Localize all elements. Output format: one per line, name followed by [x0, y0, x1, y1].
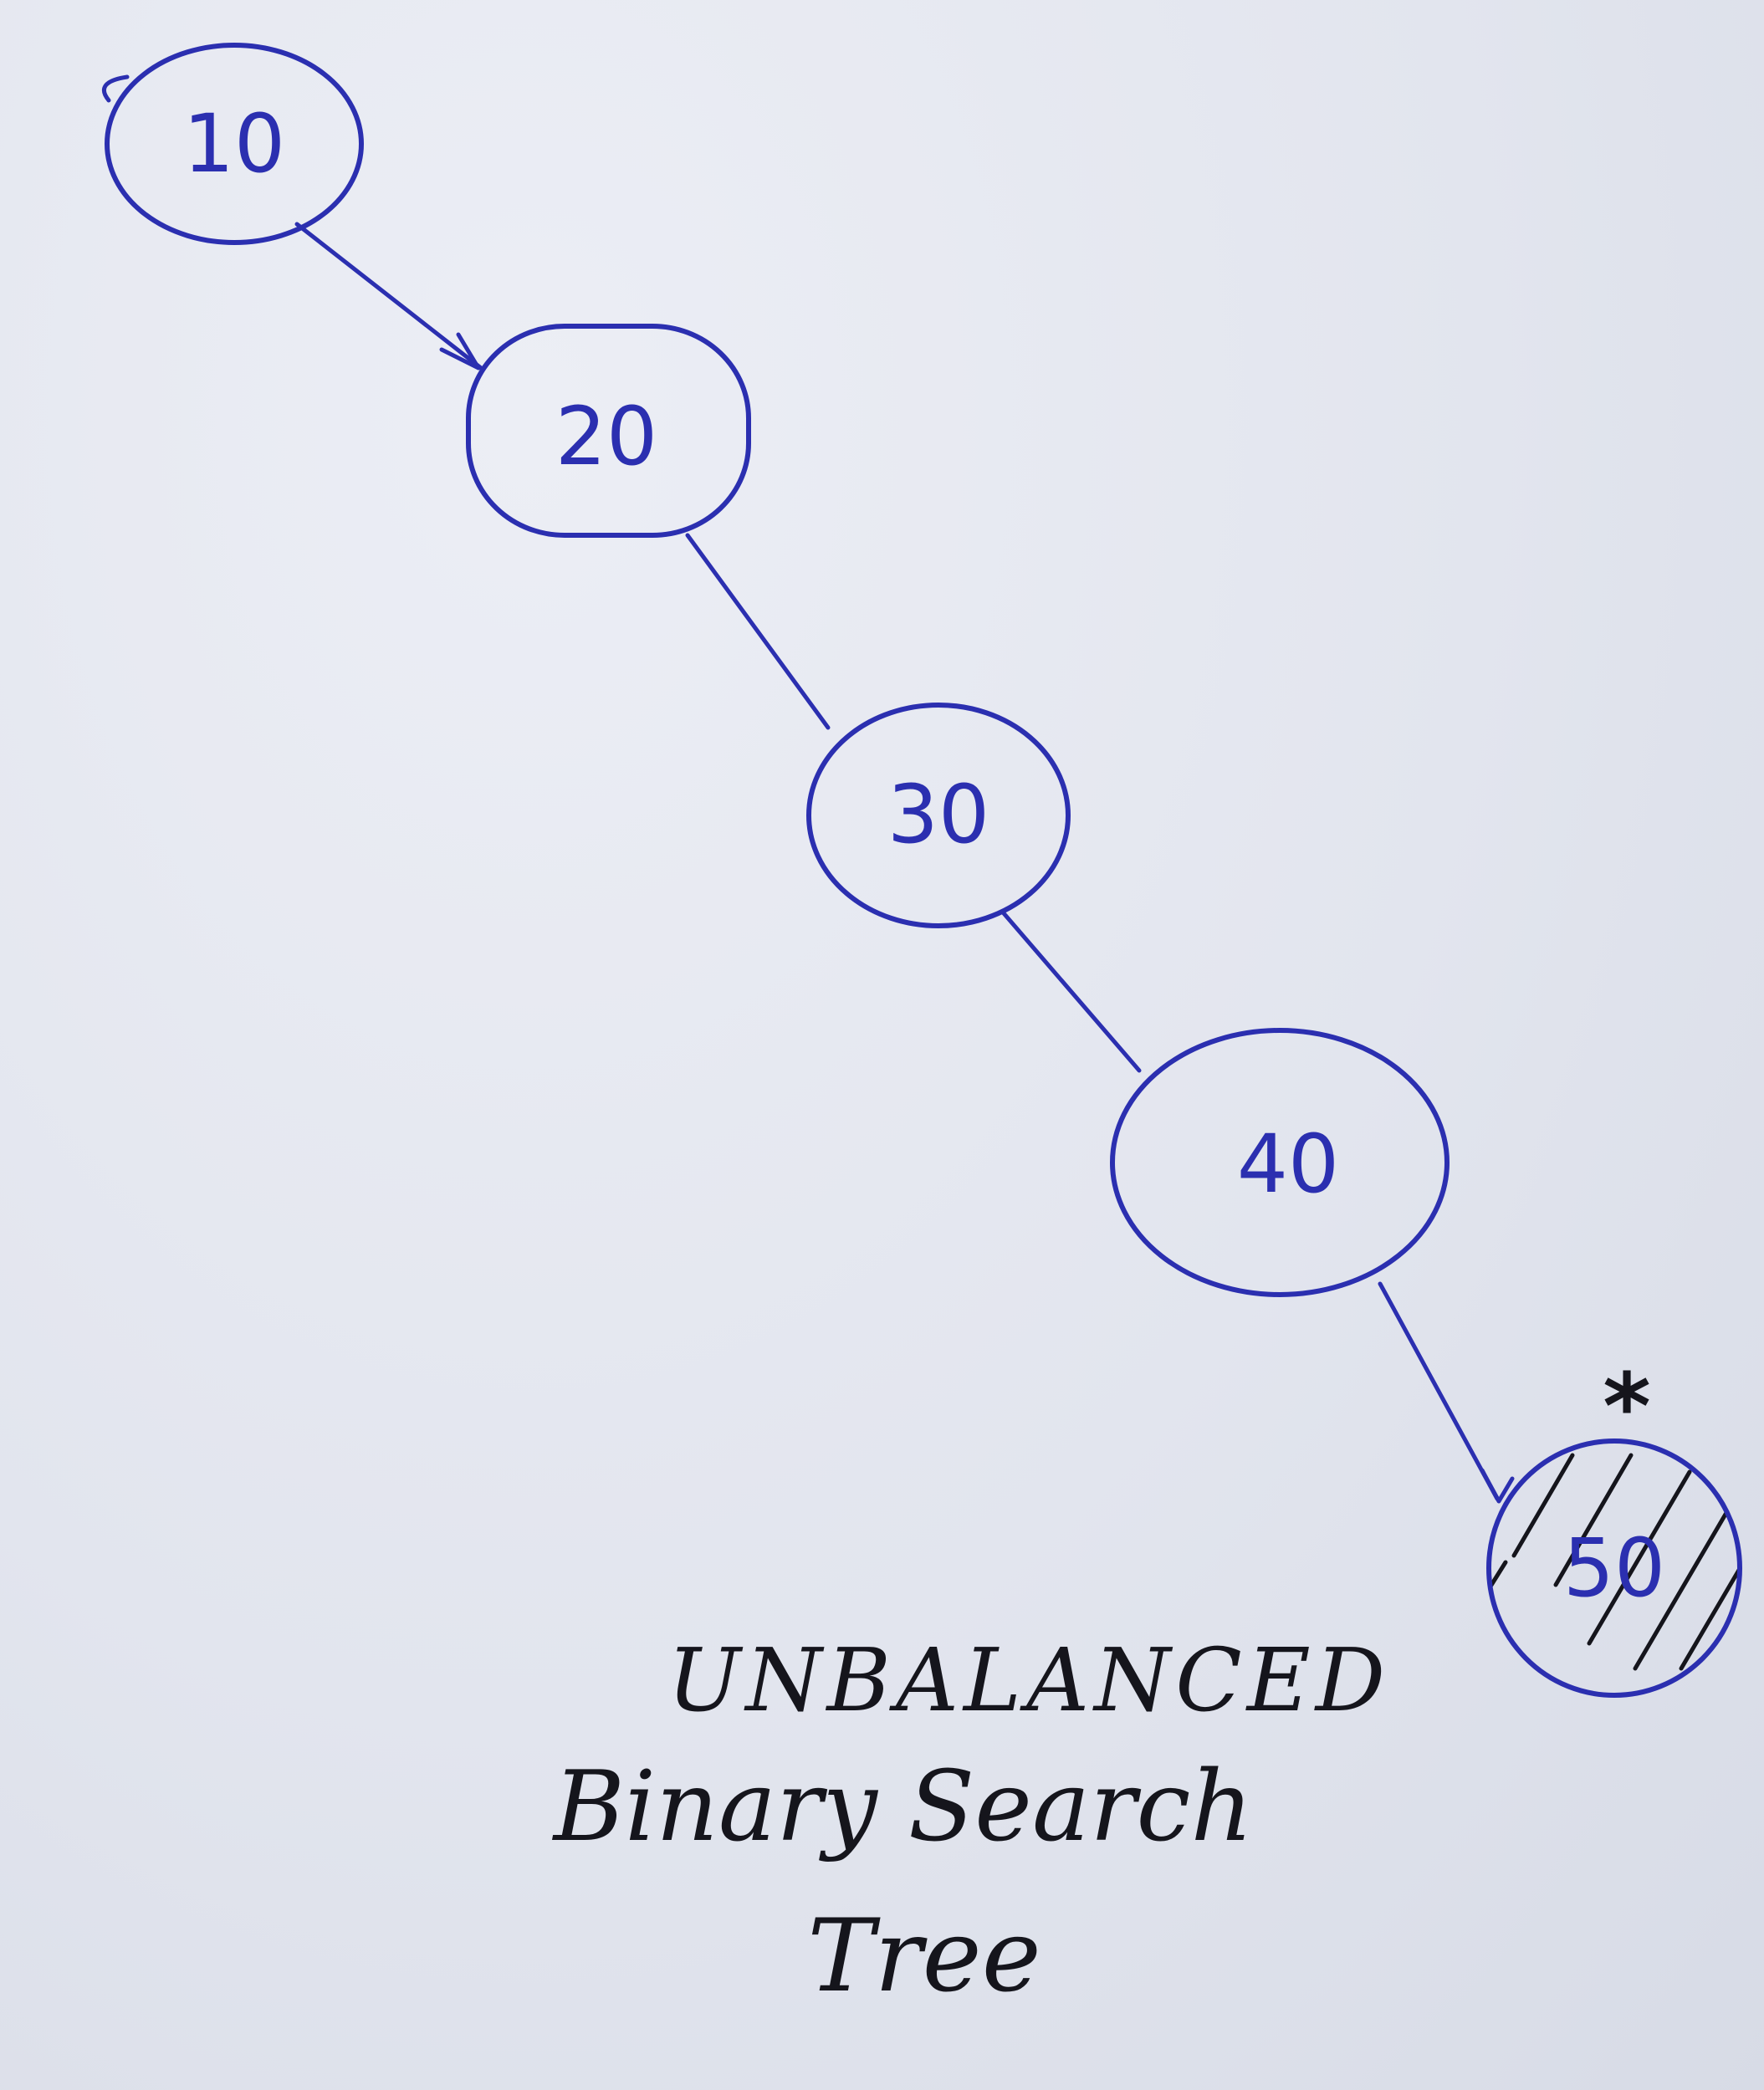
node-circle	[105, 43, 364, 245]
node-label: 30	[887, 768, 989, 861]
node-circle-overstroke	[102, 74, 130, 103]
node-circle	[466, 324, 751, 538]
tree-node: 20	[466, 324, 751, 538]
edge-20-30	[685, 533, 831, 730]
edge-10-20	[294, 222, 483, 370]
node-circle	[806, 703, 1071, 928]
tree-node: 10	[102, 43, 364, 245]
edge-40-50-arrowhead	[1480, 1468, 1515, 1504]
node-label: 40	[1237, 1117, 1339, 1211]
edge-30-40	[1001, 911, 1142, 1073]
edge-40-50	[1378, 1281, 1500, 1501]
caption-line-1: UNBALANCED	[667, 1629, 1390, 1731]
node-circle	[1486, 1438, 1742, 1698]
caption-line-3: Tree	[807, 1898, 1041, 2015]
node-label: 50	[1563, 1521, 1665, 1615]
asterisk-marker-icon: *	[1603, 1353, 1651, 1460]
tree-node-highlighted: 50 *	[1486, 1353, 1742, 1698]
node-label: 20	[555, 390, 657, 483]
tree-node: 30	[806, 703, 1071, 928]
node-circle	[1110, 1028, 1450, 1297]
tree-edges	[294, 222, 1515, 1504]
diagram-caption: UNBALANCED Binary Search Tree	[552, 1629, 1390, 2015]
caption-line-2: Binary Search	[552, 1750, 1253, 1863]
edge-10-20-arrowhead	[439, 332, 481, 370]
tree-node: 40	[1110, 1028, 1450, 1297]
node-label: 10	[183, 97, 285, 191]
